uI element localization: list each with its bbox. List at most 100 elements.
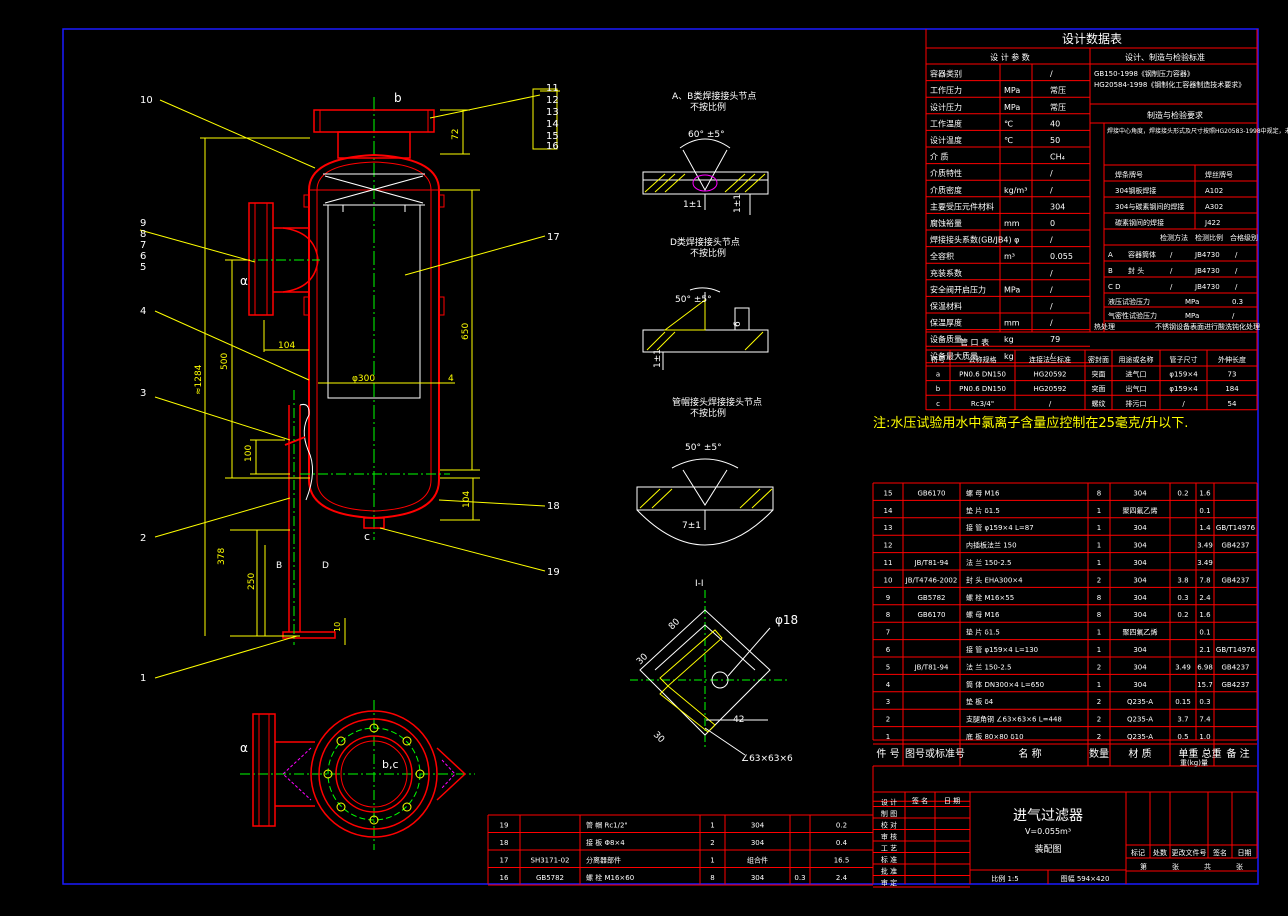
dim-4: 4 [448, 374, 454, 384]
design-row-name: 焊接接头系数(GB/JB4) φ [930, 235, 1019, 245]
design-row-value: 0.055 [1050, 252, 1073, 261]
sheet-count: 张 [1172, 862, 1179, 871]
design-row-name: 介 质 [930, 152, 949, 162]
design-row-value: / [1050, 186, 1053, 195]
parts-cell: GB6170 [917, 611, 945, 619]
design-params-header: 设 计 参 数 [990, 52, 1030, 62]
weld-row-a: 碳素钢间的焊接 [1115, 218, 1164, 227]
design-row-value: / [1050, 236, 1053, 245]
design-row-name: 设计温度 [930, 135, 962, 145]
design-row-value: 304 [1050, 202, 1065, 211]
parts-cell: 1 [1097, 559, 1101, 567]
nozzle-cell: 突面 [1092, 370, 1106, 379]
ndt-row-name: 封 头 [1128, 266, 1144, 275]
weld-row-b: A302 [1205, 203, 1223, 211]
parts-cell: 14 [884, 507, 893, 515]
drawing-name: 进气过滤器 [1013, 808, 1083, 824]
leader-8: 8 [140, 229, 146, 240]
bottom-parts-cell: 2 [710, 839, 714, 847]
design-row-unit: mm [1004, 319, 1020, 328]
revision-header: 签名 [1213, 848, 1227, 857]
parts-cell: 11 [884, 559, 893, 567]
weld-note: 焊接中心角度，焊接接头形式及尺寸按照HG20583-1998中规定，未注明的焊接 [1107, 127, 1288, 135]
nozzle-cell: 出气口 [1126, 384, 1147, 393]
detail-ab-dim1: 1±1 [683, 200, 702, 210]
leader-12: 12 [546, 95, 559, 106]
parts-cell: 封 头 EHA300×4 [966, 575, 1023, 584]
dim-1284: ≈1284 [194, 364, 204, 395]
nozzle-cell: 进气口 [1126, 370, 1147, 379]
drawing-sheet: 图幅 594×420 [1061, 874, 1110, 883]
test-row-unit: MPa [1185, 312, 1199, 320]
nozzle-cell: HG20592 [1034, 371, 1067, 379]
plan-view [240, 700, 475, 850]
parts-cell: 螺 母 M16 [966, 488, 1000, 497]
parts-cell: 2.1 [1199, 646, 1210, 654]
parts-cell: 法 兰 150-2.5 [966, 662, 1011, 671]
bottom-parts-cell: 304 [751, 874, 765, 882]
design-row-unit: kg/m³ [1004, 186, 1027, 195]
parts-cell: 8 [1097, 594, 1101, 602]
design-row-name: 设备最大质量 [930, 351, 978, 361]
design-row-value: / [1050, 352, 1053, 361]
design-table-title: 设计数据表 [1062, 31, 1122, 46]
parts-cell: 9 [886, 594, 890, 602]
design-row-name: 设计压力 [930, 102, 962, 112]
parts-cell: 304 [1133, 646, 1147, 654]
leader-18: 18 [547, 501, 560, 512]
parts-cell: JB/T81-94 [914, 559, 949, 567]
revision-header: 更改文件号 [1172, 848, 1207, 857]
design-row-value: 79 [1050, 335, 1060, 344]
ndt-row-std: JB4730 [1194, 267, 1220, 275]
parts-cell: 304 [1133, 576, 1147, 584]
nozzle-cell: b [936, 385, 941, 393]
parts-cell: 6.98 [1197, 663, 1213, 671]
parts-cell: 0.2 [1177, 489, 1188, 497]
drawing-type: 装配图 [1034, 843, 1061, 855]
design-row-name: 工作温度 [930, 118, 962, 128]
bottom-parts-cell: 304 [751, 839, 765, 847]
detail-d-dim: 1±1 [653, 349, 663, 368]
leader-19: 19 [547, 567, 560, 578]
parts-cell: 螺 栓 M16×55 [966, 593, 1014, 602]
detail-ab-title: A、B类焊接接头节点 [672, 90, 756, 102]
nozzle-header: 密封面 [1088, 355, 1109, 364]
detail-d-title: D类焊接接头节点 [670, 236, 740, 248]
design-row-name: 全容积 [930, 251, 954, 261]
detail-d-dim2: 6 [733, 321, 743, 327]
design-row-name: 充装系数 [930, 268, 962, 278]
design-row-value: 40 [1050, 119, 1060, 128]
drawing-scale: 比例 1:5 [991, 874, 1019, 883]
leader-3: 3 [140, 388, 146, 399]
ndt-row-key: A [1108, 251, 1113, 259]
design-row-value: / [1050, 269, 1053, 278]
design-row-unit: kg [1004, 335, 1014, 344]
parts-cell: 筒 体 DN300×4 L=650 [966, 680, 1044, 689]
design-row-name: 安全阀开启压力 [930, 284, 986, 294]
nozzle-cell: 73 [1228, 371, 1237, 379]
design-row-unit: m³ [1004, 252, 1015, 261]
dim-72: 72 [451, 129, 461, 140]
parts-cell: 2 [1097, 716, 1101, 724]
detail-ab-angle: 60° ±5° [688, 130, 725, 140]
nozzle-cell: c [936, 400, 940, 408]
design-row-value: / [1050, 302, 1053, 311]
title-role: 审 定 [881, 878, 897, 887]
leader-2: 2 [140, 533, 146, 544]
paint-value: 不锈钢设备表面进行酸洗钝化处理 [1155, 322, 1260, 331]
parts-cell: 1 [1097, 646, 1101, 654]
weld-row-b: A102 [1205, 187, 1223, 195]
ndt-header: 合格级别 [1230, 233, 1258, 242]
parts-cell: 304 [1133, 559, 1147, 567]
title-role: 校 对 [881, 821, 897, 830]
parts-cell: 3.49 [1197, 542, 1213, 550]
parts-cell: GB/T14976 [1216, 646, 1256, 654]
design-row-value: 常压 [1050, 103, 1066, 112]
leader-4: 4 [140, 306, 146, 317]
parts-header: 单重 总重 [1178, 747, 1221, 760]
dim-10: 10 [333, 622, 342, 632]
bottom-parts-cell: 8 [710, 874, 714, 882]
ndt-row-std: JB4730 [1194, 251, 1220, 259]
nozzle-table-title: 管 口 表 [960, 337, 989, 347]
